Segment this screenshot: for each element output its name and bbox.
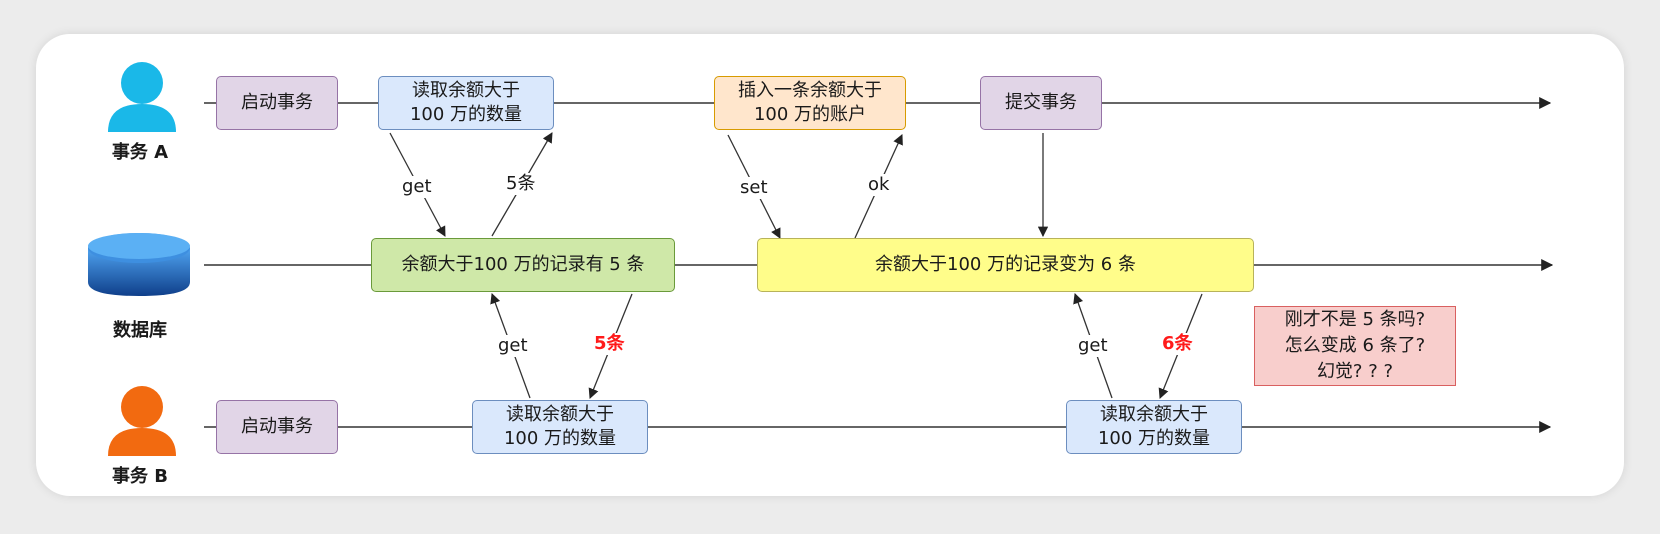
actor-b-label: 事务 B [112,466,168,487]
user-a-icon [108,62,176,132]
edge-label-b-get1: get [496,335,530,357]
edge-label-b-result1: 5条 [592,333,627,355]
actor-a-label: 事务 A [111,142,169,163]
user-b-icon [108,386,176,456]
edge-label-b-get2: get [1076,335,1110,357]
a-read-box: 读取余额大于 100 万的数量 [378,76,554,130]
edge-label-a-result: 5条 [504,173,538,195]
edge-label-a-get: get [400,176,434,198]
a-insert-box: 插入一条余额大于 100 万的账户 [714,76,906,130]
b-start-box: 启动事务 [216,400,338,454]
confusion-note: 刚才不是 5 条吗? 怎么变成 6 条了? 幻觉? ? ? [1254,306,1456,386]
edge-label-a-ok: ok [866,174,892,196]
b-read-2-box: 读取余额大于 100 万的数量 [1066,400,1242,454]
db-state-1-box: 余额大于100 万的记录有 5 条 [371,238,675,292]
b-read-1-box: 读取余额大于 100 万的数量 [472,400,648,454]
edge-label-a-set: set [738,177,770,199]
database-label: 数据库 [113,320,167,341]
a-commit-box: 提交事务 [980,76,1102,130]
a-start-box: 启动事务 [216,76,338,130]
database-icon [88,233,190,296]
edge-label-b-result2: 6条 [1160,333,1195,355]
db-state-2-box: 余额大于100 万的记录变为 6 条 [757,238,1254,292]
